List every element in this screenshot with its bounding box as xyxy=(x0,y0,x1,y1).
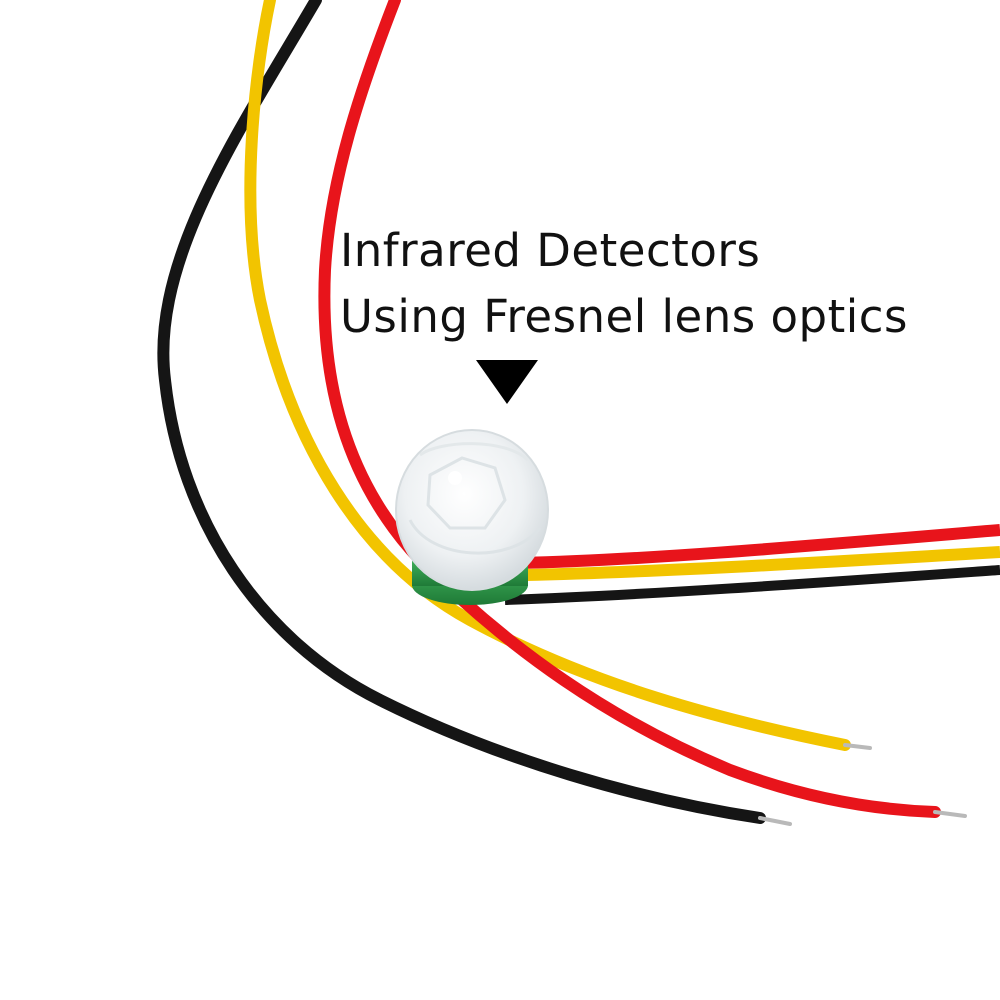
yellow-wire-long xyxy=(244,0,872,751)
caption-line-2: Using Fresnel lens optics xyxy=(340,290,908,343)
caption-line-1: Infrared Detectors xyxy=(340,224,761,277)
fresnel-lens xyxy=(395,429,549,591)
black-wire-long xyxy=(157,0,792,826)
sensor-right-leads xyxy=(504,524,1000,605)
caption-text: Infrared Detectors Using Fresnel lens op… xyxy=(340,218,980,350)
down-triangle-icon xyxy=(476,360,538,404)
